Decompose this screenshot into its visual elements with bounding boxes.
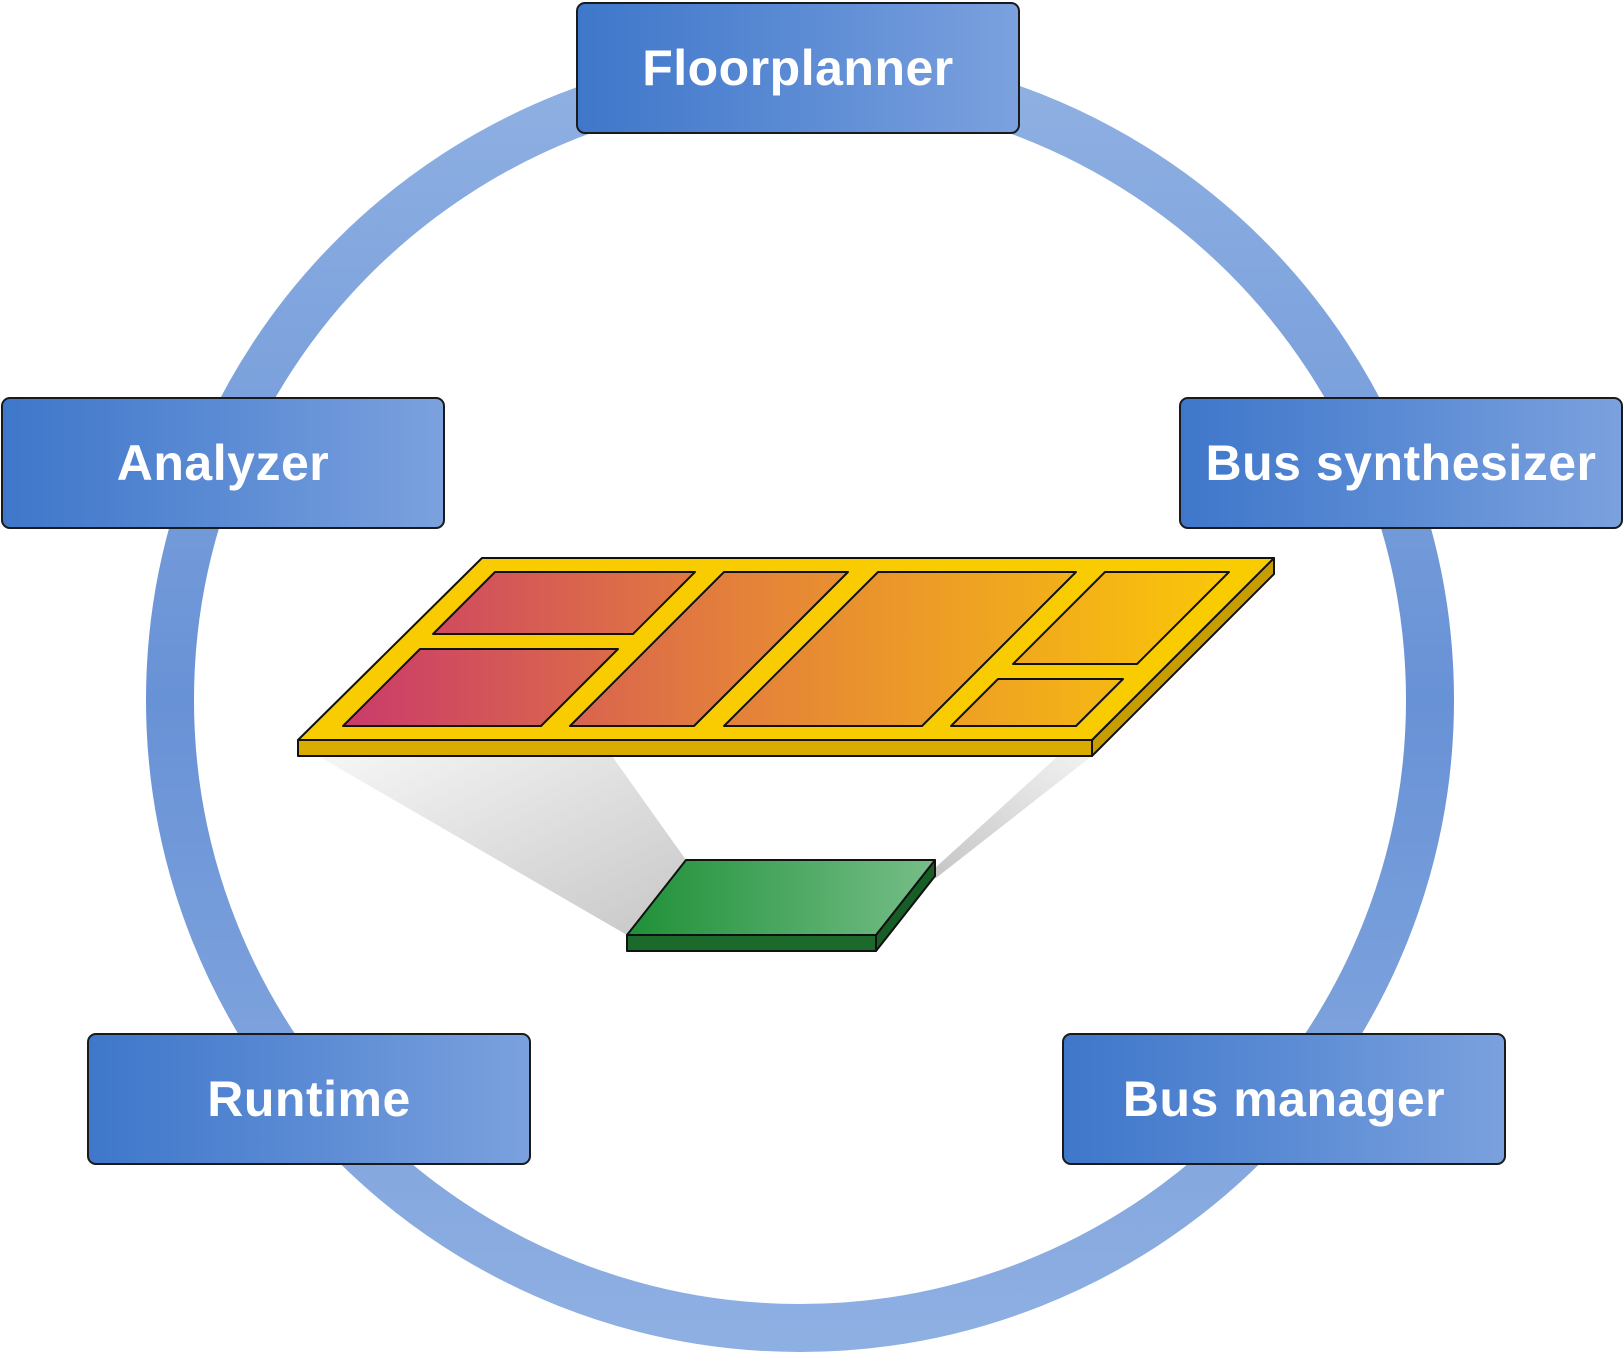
fpga-floorplan-plate <box>297 557 1275 757</box>
analyzer-box: Analyzer <box>1 397 445 529</box>
runtime-box: Runtime <box>87 1033 531 1165</box>
floorplanner-label: Floorplanner <box>642 40 954 96</box>
fpga-plate-front-edge <box>297 739 1093 757</box>
floorplanner-box: Floorplanner <box>576 2 1020 134</box>
fpga-region-2 <box>342 648 619 727</box>
projection-beam-right <box>924 756 1092 878</box>
bus-synthesizer-label: Bus synthesizer <box>1205 435 1597 491</box>
bus-synthesizer-box: Bus synthesizer <box>1179 397 1623 529</box>
small-fpga-chip <box>626 859 936 952</box>
projection-beam-left <box>318 756 686 935</box>
runtime-label: Runtime <box>207 1071 411 1127</box>
analyzer-label: Analyzer <box>116 435 330 491</box>
fpga-region-4 <box>723 571 1077 727</box>
small-chip-top <box>626 859 936 936</box>
bus-manager-label: Bus manager <box>1122 1071 1446 1127</box>
bus-manager-box: Bus manager <box>1062 1033 1506 1165</box>
fpga-region-5 <box>1012 571 1230 665</box>
fpga-region-3 <box>569 571 849 727</box>
small-chip-front-edge <box>626 934 877 952</box>
fpga-region-6 <box>950 678 1124 727</box>
fpga-region-1 <box>432 571 696 635</box>
